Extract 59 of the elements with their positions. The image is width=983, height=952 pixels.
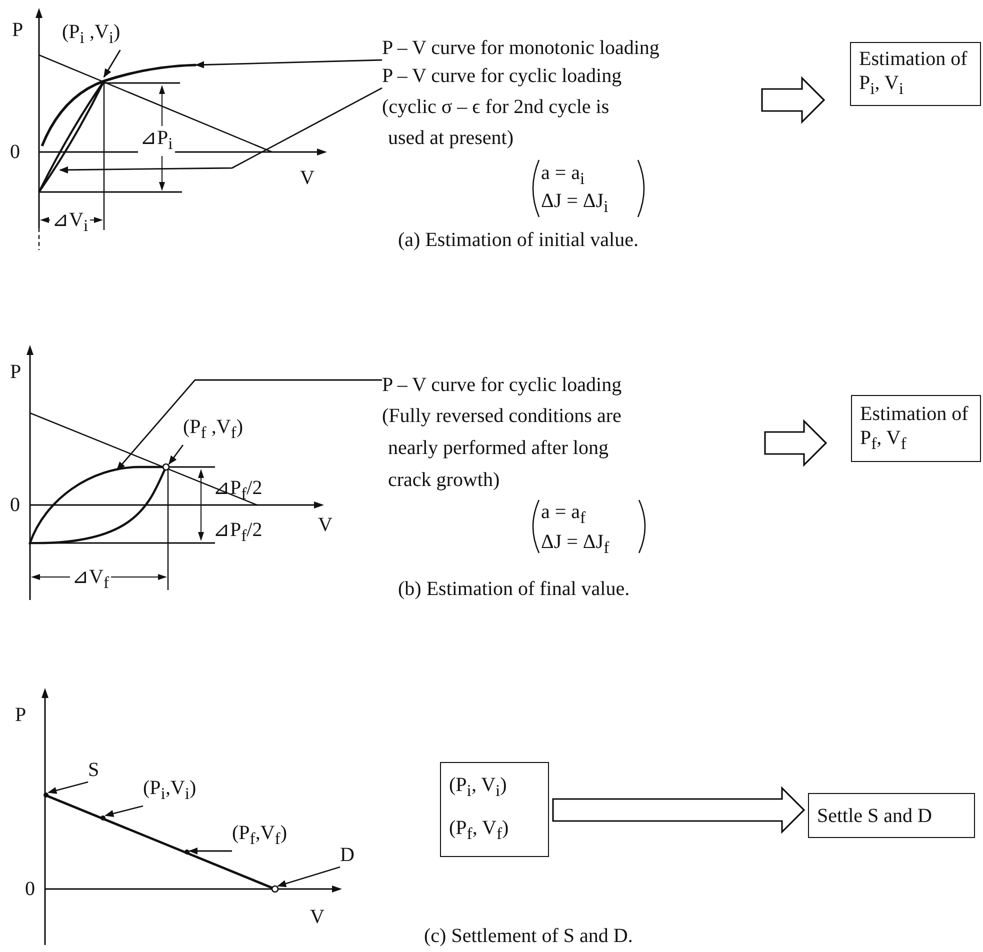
axis-label: V: [300, 166, 314, 190]
dimension-label: ⊿P$_{i}$: [138, 126, 175, 156]
axis-label: V: [310, 905, 324, 929]
block-arrow: [764, 419, 828, 467]
axis-label: V: [318, 513, 332, 537]
note-text: (Fully reversed conditions are nearly performed after long crack growth): [382, 404, 622, 493]
figure-caption: (a) Estimation of initial value.: [398, 228, 638, 252]
leader-text: P – V curve for monotonic loading: [382, 36, 660, 60]
formula-text: ΔJ = ΔJ$_{f}$: [541, 530, 610, 559]
leader-arrow: [103, 50, 121, 78]
leader-text: S: [88, 758, 100, 782]
leader-arrow: [59, 87, 382, 174]
leader-text: P – V curve for cyclic loading: [382, 373, 622, 397]
box-text: (P$_{i}$, V$_{i}$): [449, 772, 508, 802]
dimension-label: ⊿P$_{f}$/2: [213, 518, 262, 547]
box-text: Settle S and D: [817, 804, 933, 828]
leader-arrow: [104, 805, 144, 817]
dimension-label: ⊿P$_{f}$/2: [213, 476, 262, 505]
axis-label: 0: [10, 140, 20, 164]
leader-text: (P$_{f}$ ,V$_{f}$): [183, 415, 244, 445]
leader-text: (P$_{f}$,V$_{f}$): [232, 821, 288, 851]
block-arrow: [552, 786, 806, 834]
box-text: Estimation of P$_{i}$, V$_{i}$: [859, 47, 968, 100]
leader-arrow: [116, 379, 382, 471]
monotonic-curve: [40, 64, 196, 147]
leader-text: (P$_{i}$,V$_{i}$): [143, 776, 196, 806]
open-point: [162, 463, 170, 471]
leader-arrow: [195, 59, 382, 68]
cyclic-loop: [38, 80, 105, 193]
result-box: [851, 395, 981, 462]
data-point: [100, 816, 106, 820]
result-box: [808, 793, 975, 838]
leader-arrow: [188, 847, 232, 855]
box-text: (P$_{f}$, V$_{f}$): [449, 816, 510, 846]
open-point: [271, 885, 279, 893]
result-box: [440, 762, 549, 857]
leader-arrow: [277, 866, 340, 888]
axis-label: P: [15, 703, 26, 727]
axis-label: 0: [25, 877, 35, 901]
box-text: Estimation of P$_{f}$, V$_{f}$: [860, 402, 970, 454]
axis-label: P: [10, 360, 22, 384]
result-box: [850, 42, 981, 106]
block-arrow: [761, 76, 826, 124]
leader-text: D: [340, 843, 354, 867]
formula-text: ΔJ = ΔJ$_{i}$: [541, 189, 608, 218]
leader-text: (P$_{i}$ ,V$_{i}$): [62, 20, 120, 50]
leader-arrow: [168, 444, 184, 465]
formula-text: a = a$_{i}$: [541, 161, 585, 190]
formula-text: a = a$_{f}$: [541, 500, 586, 529]
figure-caption: (b) Estimation of final value.: [398, 577, 630, 601]
data-point: [44, 792, 48, 798]
axis-label: 0: [10, 493, 20, 517]
data-point: [184, 850, 190, 854]
leader-arrow: [48, 781, 88, 794]
axis-label: P: [12, 18, 24, 42]
note-text: (cyclic σ – ϵ for 2nd cycle is used at present): [382, 95, 610, 151]
cyclic-loop: [28, 466, 168, 544]
leader-text: P – V curve for cyclic loading: [382, 64, 622, 88]
figure-caption: (c) Settlement of S and D.: [424, 924, 633, 948]
